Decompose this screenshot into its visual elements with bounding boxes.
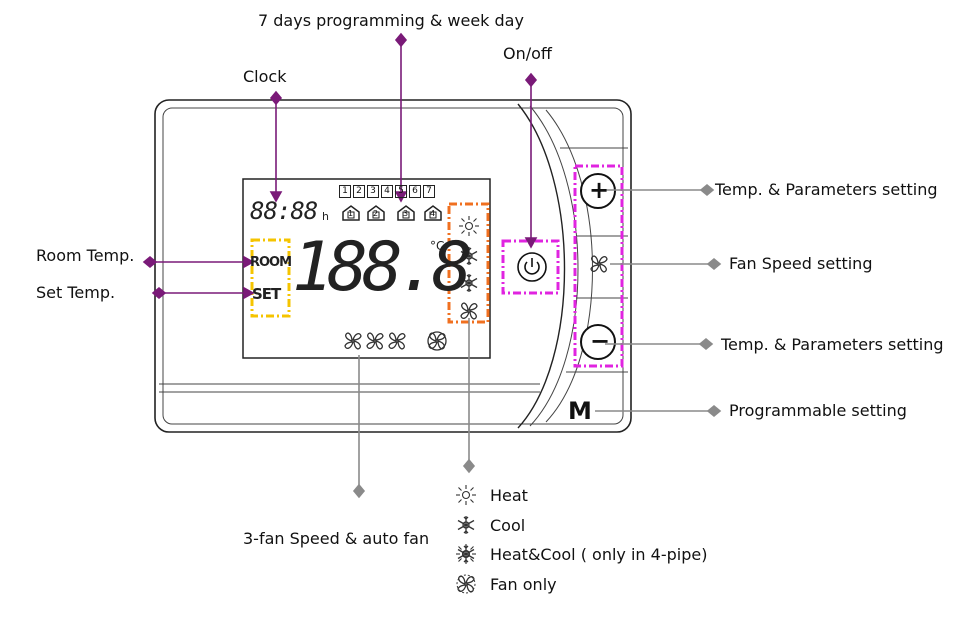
program-house-icons [342, 205, 442, 221]
day-number-3: 3 [367, 185, 379, 198]
fan-icon-3 [388, 332, 406, 350]
room-temp-label: Room Temp. [36, 246, 135, 265]
legend-heat-cool-label: Heat&Cool ( only in 4-pipe) [490, 544, 708, 564]
day-number-1: 1 [339, 185, 351, 198]
program-number-4: 4 [430, 209, 436, 218]
temp-params-minus-label: Temp. & Parameters setting [721, 335, 944, 354]
minus-button-label[interactable]: − [590, 327, 611, 355]
legend-icons [455, 484, 477, 594]
week-programming-label: 7 days programming & week day [258, 11, 524, 30]
on-off-label: On/off [503, 44, 552, 63]
legend-item-heat-cool: Heat&Cool ( only in 4-pipe) [454, 543, 707, 565]
plus-button[interactable] [580, 173, 616, 209]
mode-button[interactable]: M [568, 397, 592, 425]
buttons-highlight [573, 164, 624, 368]
fan-icon-2 [366, 332, 384, 350]
day-number-6: 6 [409, 185, 421, 198]
programmable-label: Programmable setting [729, 401, 907, 420]
legend-fan-only-icon [456, 574, 476, 594]
power-button[interactable] [517, 252, 547, 282]
program-number-2: 2 [373, 209, 379, 218]
fan-speed-label: Fan Speed setting [729, 254, 873, 273]
legend-item-heat: Heat [454, 484, 528, 506]
legend-cool-label: Cool [490, 515, 526, 535]
legend-fan-only-label: Fan only [490, 574, 557, 594]
fan-icon-1 [344, 332, 362, 350]
legend-item-fan-only: Fan only [454, 573, 557, 595]
legend-heat-label: Heat [490, 485, 528, 505]
day-number-7: 7 [423, 185, 435, 198]
day-number-4: 4 [381, 185, 393, 198]
lcd-screen [242, 178, 491, 359]
program-number-1: 1 [348, 209, 354, 218]
program-number-3: 3 [403, 209, 409, 218]
minus-button[interactable] [580, 324, 616, 360]
auto-fan-icon [427, 331, 447, 351]
plus-button-label[interactable]: + [589, 176, 610, 204]
clock-digits: 88:88 [250, 197, 318, 225]
temperature-digits: 188.8 [292, 228, 473, 307]
day-number-2: 2 [353, 185, 365, 198]
clock-label: Clock [243, 67, 287, 86]
temperature-unit: °C [430, 239, 445, 253]
legend-item-cool: Cool [454, 514, 525, 536]
set-label: SET [252, 285, 281, 303]
power-icon [524, 261, 540, 275]
fan-speed-auto-label: 3-fan Speed & auto fan [243, 529, 430, 548]
fan-speed-icons [344, 331, 447, 351]
fan-button[interactable] [590, 255, 608, 273]
device-body [154, 99, 632, 433]
clock-unit: h [322, 210, 329, 223]
temp-params-plus-label: Temp. & Parameters setting [715, 180, 938, 199]
room-set-highlight [250, 238, 291, 318]
day-number-5: 5 [395, 185, 407, 198]
set-temp-label: Set Temp. [36, 283, 116, 302]
pointer-lines [142, 32, 722, 499]
room-label: ROOM [250, 255, 292, 270]
